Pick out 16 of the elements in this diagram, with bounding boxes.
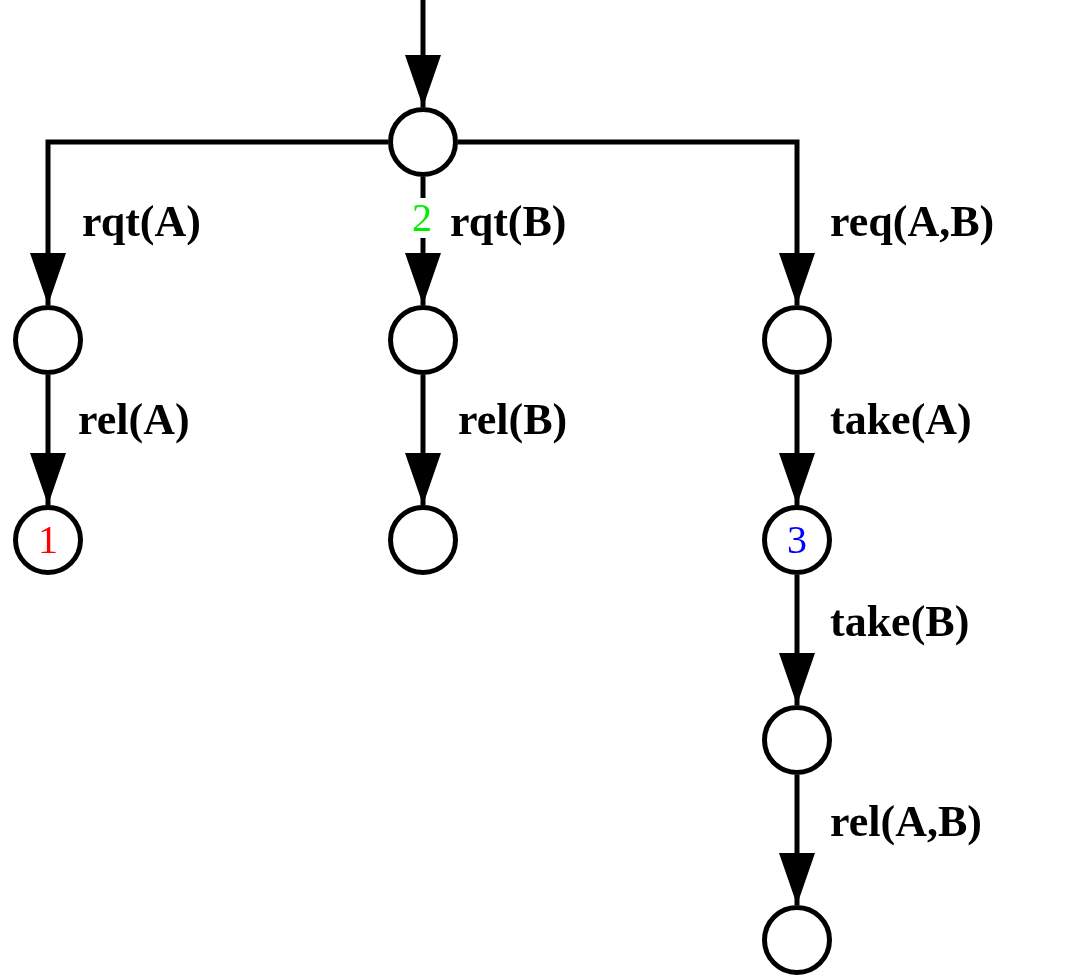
arrow	[405, 375, 441, 505]
edge-label: req(A,B)	[830, 200, 995, 244]
edge-label: rel(A,B)	[830, 800, 982, 844]
edge-label: rqt(B)	[450, 200, 567, 244]
edge-label: rel(B)	[458, 398, 568, 442]
edge-label: rqt(A)	[82, 200, 201, 244]
arrow	[779, 775, 815, 905]
arrow	[458, 139, 815, 305]
arrow	[779, 375, 815, 505]
arrow	[30, 139, 388, 305]
edge-label: rel(A)	[78, 398, 190, 442]
edge-label: take(B)	[830, 600, 970, 644]
arrow	[405, 0, 441, 107]
arrow	[779, 575, 815, 705]
arrow	[30, 375, 66, 505]
edge-label: take(A)	[830, 398, 972, 442]
